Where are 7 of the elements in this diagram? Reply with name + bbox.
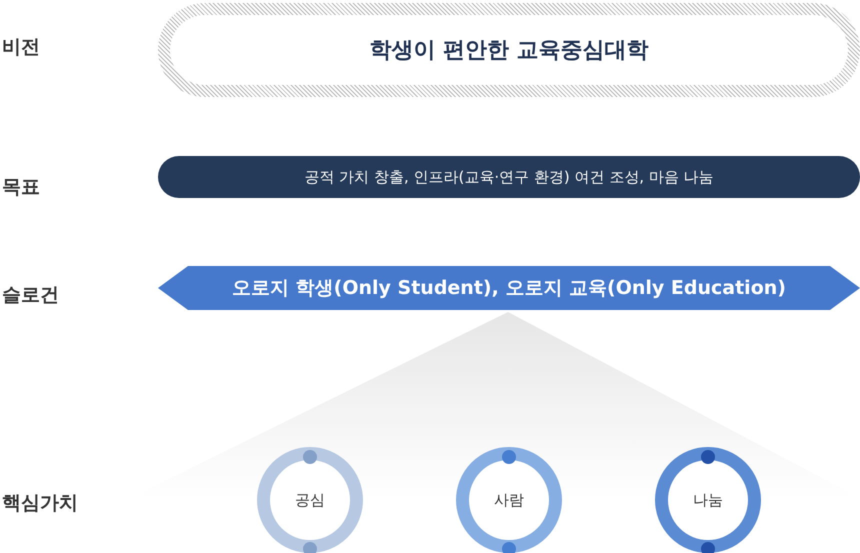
vision-pill: 학생이 편안한 교육중심대학 xyxy=(158,3,860,97)
row-label: 목표 xyxy=(2,175,40,200)
row-label: 슬로건 xyxy=(2,283,59,308)
row-label: 비전 xyxy=(2,35,40,60)
goal-bar: 공적 가치 창출, 인프라(교육·연구 환경) 여건 조성, 마음 나눔 xyxy=(158,156,860,198)
row-label: 핵심가치 xyxy=(2,491,78,516)
slogan-banner: 오로지 학생(Only Student), 오로지 교육(Only Education) xyxy=(158,266,860,310)
